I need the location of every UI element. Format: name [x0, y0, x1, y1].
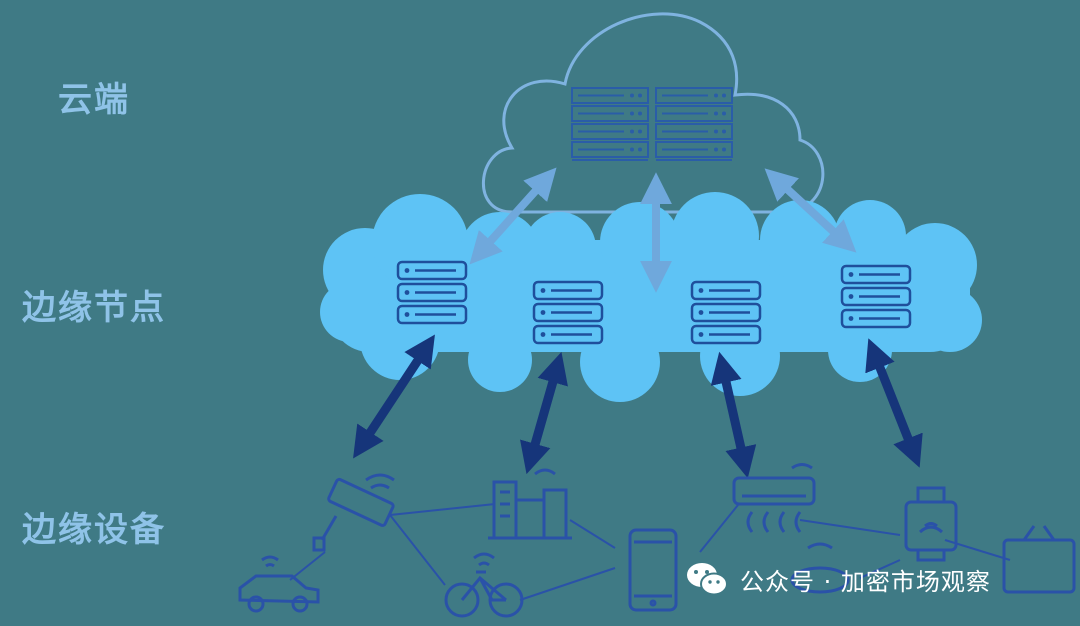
air-conditioner-icon: [732, 463, 816, 533]
cloud-server-icon: [571, 87, 733, 161]
edge-server-icon-1: [398, 262, 466, 323]
edge-device-arrows: [353, 334, 923, 479]
router-icon: [790, 542, 850, 594]
edge-server-icon-4: [842, 266, 910, 327]
factory-icon: [488, 468, 572, 540]
smart-lock-icon: [904, 486, 958, 562]
watermark-text: 公众号 · 加密市场观察: [740, 567, 991, 596]
cctv-camera-icon: [312, 473, 395, 552]
watermark: 公众号 · 加密市场观察: [684, 553, 1070, 605]
label-edge-devices: 边缘设备: [22, 510, 166, 550]
smartphone-icon: [628, 528, 678, 612]
label-cloud: 云端: [58, 80, 130, 120]
wechat-icon: [687, 563, 728, 596]
bicycle-icon: [444, 552, 524, 618]
edge-server-icon-2: [534, 282, 602, 343]
cloud-edge-arrows: [469, 167, 857, 293]
label-edge-nodes: 边缘节点: [22, 288, 166, 328]
car-icon: [238, 555, 320, 613]
edge-server-icon-3: [692, 282, 760, 343]
television-icon: [1002, 525, 1076, 594]
central-cloud: [482, 12, 825, 214]
